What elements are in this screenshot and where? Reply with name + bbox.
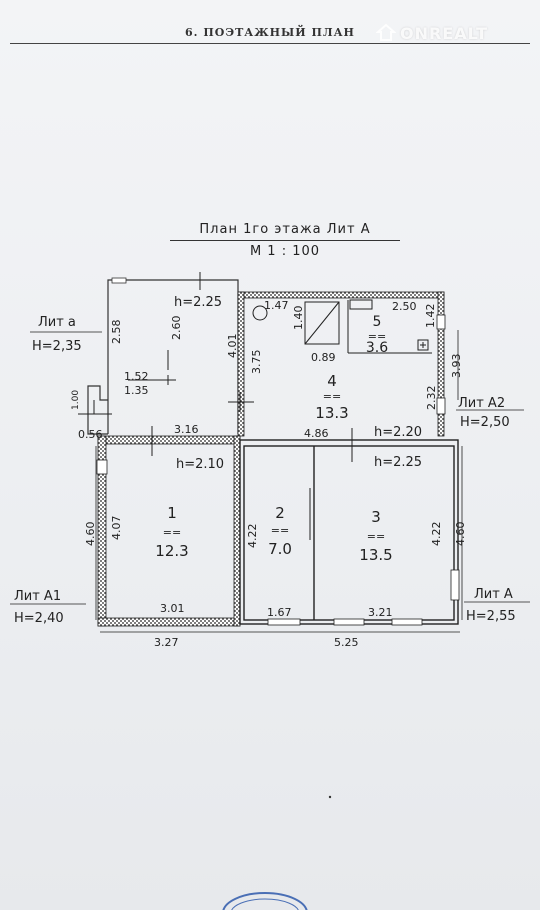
height-veranda: h=2.25 — [174, 295, 222, 310]
lit-a-windows — [267, 569, 460, 626]
a2-window-side — [436, 397, 446, 415]
room-3-number: 3 — [371, 508, 381, 526]
fixtures — [252, 299, 432, 354]
lit-a1-label: Лит А1 — [14, 589, 61, 604]
room-1-area: 12.3 — [155, 542, 188, 560]
dim-2-58: 2.58 — [110, 320, 123, 345]
dim-3-21: 3.21 — [368, 606, 393, 619]
dim-2-60: 2.60 — [170, 316, 183, 341]
dim-1-40: 1.40 — [292, 306, 305, 331]
room-2-area: 7.0 — [268, 540, 292, 558]
a2-window-top — [436, 314, 446, 330]
lit-a1-height: H=2,40 — [14, 611, 64, 626]
lit-a2-walls — [237, 291, 445, 437]
dim-4-07: 4.07 — [110, 516, 123, 541]
lit-a-small-height: H=2,35 — [32, 339, 82, 354]
room-5-separator: == — [368, 330, 386, 343]
dim-0-89: 0.89 — [311, 351, 336, 364]
lit-a2-height: H=2,50 — [460, 415, 510, 430]
dim-3-75: 3.75 — [250, 350, 263, 375]
dimension-lines — [95, 330, 463, 633]
dim-1-00: 1.00 — [71, 390, 81, 410]
lit-a2-label: Лит А2 — [458, 396, 505, 411]
room-3-separator: == — [367, 530, 385, 543]
dim-1-52: 1.52 — [124, 370, 149, 383]
room-1-separator: == — [163, 526, 181, 539]
a1-window-left — [96, 459, 108, 475]
plan-title-rule — [170, 240, 400, 241]
room-1-number: 1 — [167, 504, 177, 522]
dim-0-56: 0.56 — [78, 428, 103, 441]
dim-4-60-left: 4.60 — [84, 522, 97, 547]
room-4-area: 13.3 — [315, 404, 348, 422]
dim-3-16: 3.16 — [174, 423, 199, 436]
dim-4-01: 4.01 — [226, 334, 239, 359]
room-2-number: 2 — [275, 504, 285, 522]
lit-a-height: H=2,55 — [466, 609, 516, 624]
room-3-area: 13.5 — [359, 546, 392, 564]
stray-mark — [328, 795, 332, 799]
height-room-3: h=2.25 — [374, 455, 422, 470]
dim-3-27: 3.27 — [154, 636, 179, 649]
watermark: ONREALT — [400, 24, 489, 43]
stamp-seal — [222, 892, 308, 910]
lit-a1-walls — [97, 435, 241, 627]
dim-1-47: 1.47 — [264, 299, 289, 312]
room-2-separator: == — [271, 524, 289, 537]
height-room-1: h=2.10 — [176, 457, 224, 472]
dim-3-93: 3.93 — [450, 354, 463, 379]
plan-title: План 1го этажа Лит А — [199, 222, 371, 237]
dim-1-35: 1.35 — [124, 384, 149, 397]
dim-1-67: 1.67 — [267, 606, 292, 619]
lit-a-label: Лит А — [474, 587, 513, 602]
door-marks — [78, 272, 353, 540]
dim-1-42: 1.42 — [424, 304, 437, 329]
dim-2-32: 2.32 — [425, 386, 438, 411]
room-4-number: 4 — [327, 372, 337, 390]
heading-rule — [10, 43, 530, 44]
dim-4-86: 4.86 — [304, 427, 329, 440]
lit-a-small-label: Лит а — [38, 315, 76, 330]
document-heading: 6. ПОЭТАЖНЫЙ ПЛАН — [185, 26, 355, 39]
dim-2-50: 2.50 — [392, 300, 417, 313]
dim-5-25: 5.25 — [334, 636, 359, 649]
room-5-area: 3.6 — [366, 340, 388, 356]
plan-scale: М 1 : 100 — [249, 244, 321, 259]
dim-4-22-room3: 4.22 — [430, 522, 443, 547]
dim-3-01: 3.01 — [160, 602, 185, 615]
veranda-window — [111, 277, 127, 284]
watermark-logo-icon — [376, 23, 396, 41]
dim-4-22-room2: 4.22 — [246, 524, 259, 549]
dim-4-60-right: 4.60 — [454, 522, 467, 547]
room-4-separator: == — [323, 390, 341, 403]
room-5-number: 5 — [373, 314, 382, 330]
height-room-4: h=2.20 — [374, 425, 422, 440]
